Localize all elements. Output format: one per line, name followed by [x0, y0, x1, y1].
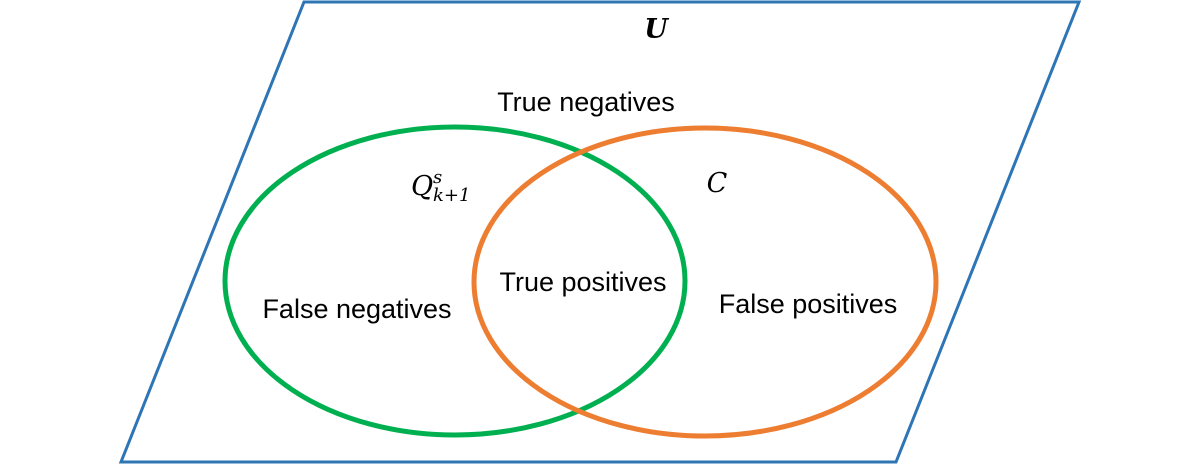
set-q-ellipse [222, 124, 688, 438]
false-negatives-label: False negatives [262, 294, 451, 324]
true-negatives-label: True negatives [497, 87, 675, 117]
set-q-label-subscript: k+1 [433, 185, 470, 206]
set-q-label: Q s k+1 [411, 167, 470, 206]
universe-label: U [644, 14, 669, 45]
set-c-label: C [707, 168, 728, 199]
set-q-label-superscript: s [433, 167, 442, 188]
universe-boundary [118, 0, 1082, 464]
set-c-ellipse [471, 125, 939, 439]
set-q-label-main: Q [411, 171, 433, 202]
true-positives-label: True positives [499, 267, 666, 297]
false-positives-label: False positives [719, 289, 898, 319]
